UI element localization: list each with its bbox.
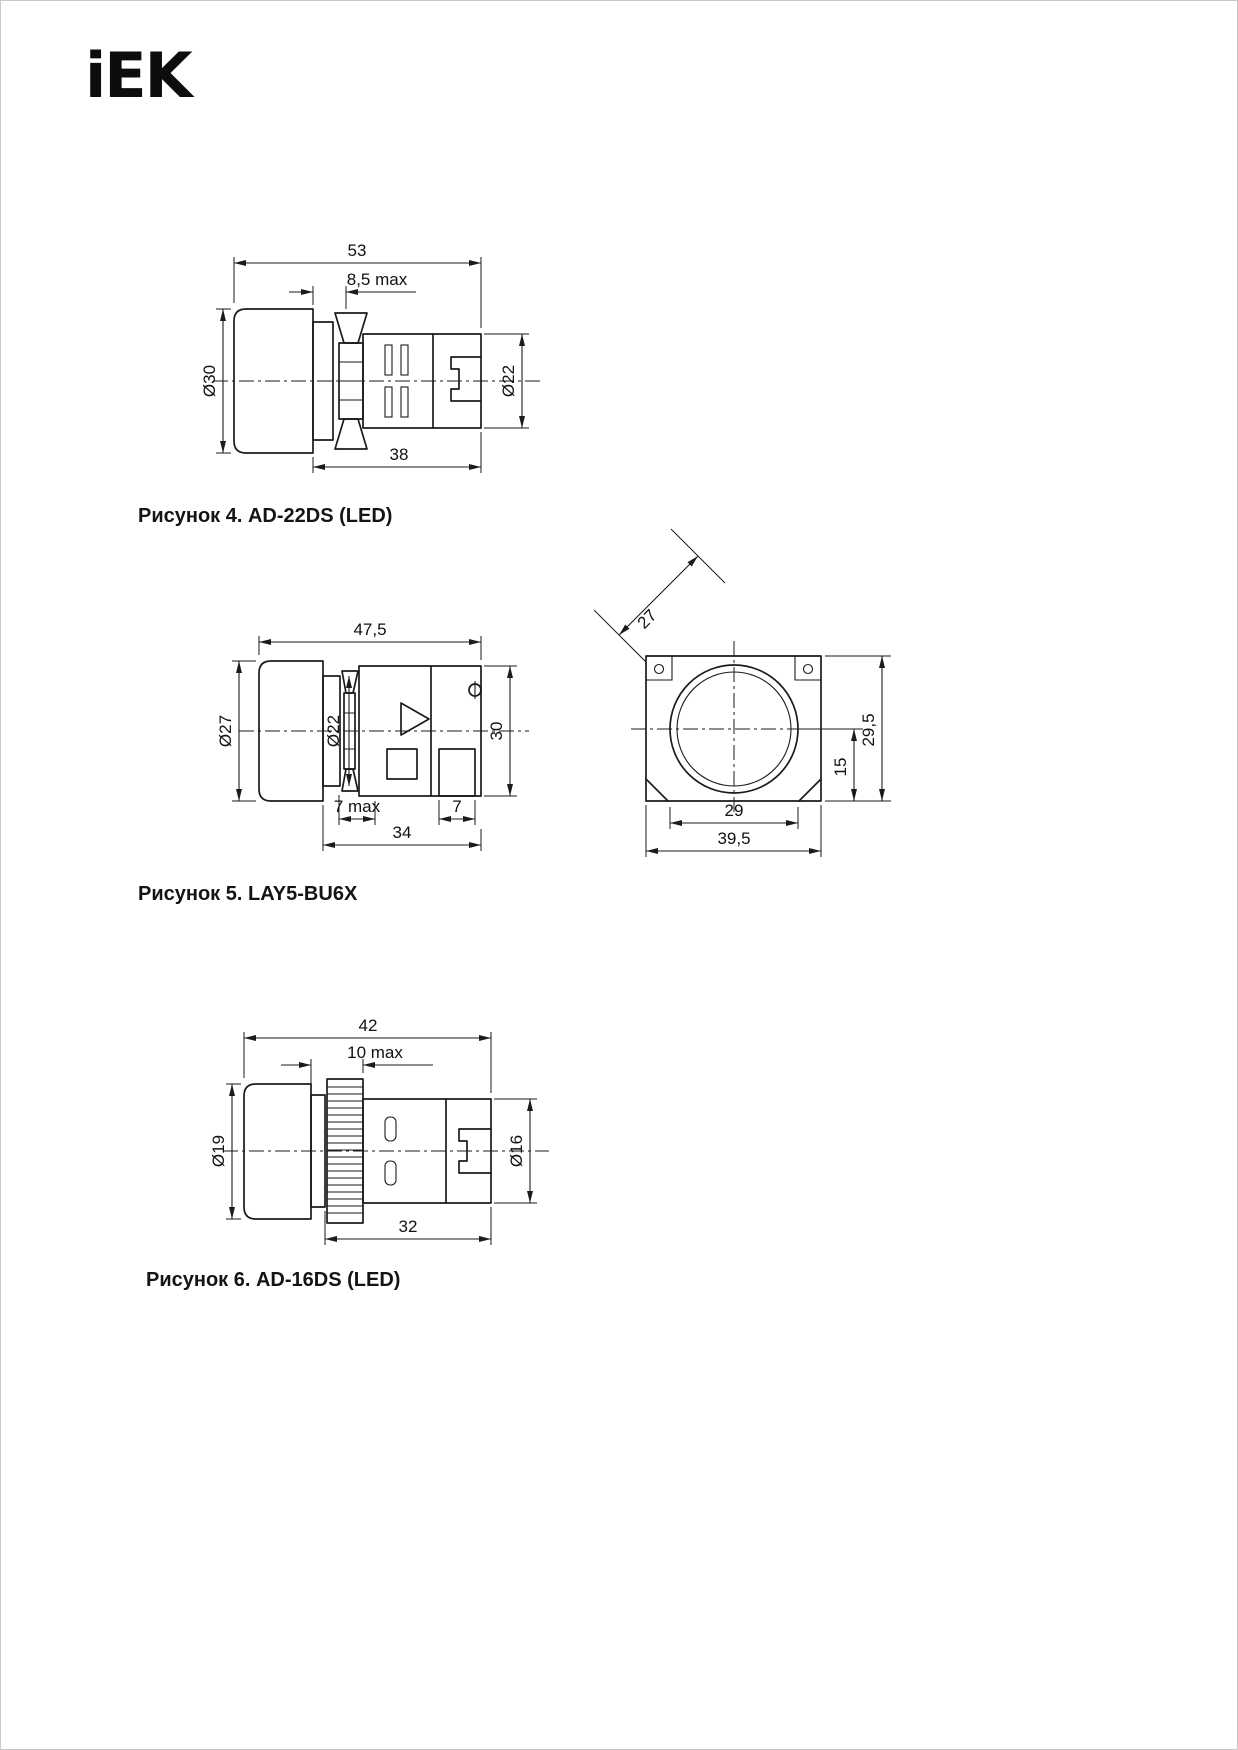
fig4-caption: Рисунок 4. AD-22DS (LED)	[138, 505, 393, 527]
fig5-dim-width-label: 39,5	[717, 829, 750, 848]
fig4-dimensions: 53 8,5 max Ø30 Ø22 38	[200, 241, 529, 473]
fig6-dim-behind-panel-label: 32	[399, 1217, 418, 1236]
fig6-dim-body-diameter-label: Ø16	[507, 1135, 526, 1167]
fig4-dim-behind-panel-label: 38	[390, 445, 409, 464]
fig5-dim-full-height-label: 29,5	[859, 713, 878, 746]
fig5-lay5bu6x-side-drawing: 47,5 Ø27 Ø22 30 7 max 7	[216, 620, 529, 851]
fig5-dim-half-height-label: 15	[831, 758, 850, 777]
fig6-part-outline	[243, 1078, 492, 1224]
fig6-ad16ds-drawing: 42 10 max Ø19 Ø16 32	[209, 1016, 549, 1245]
fig4-dim-panel-label: 8,5 max	[347, 270, 408, 289]
fig6-dim-total-label: 42	[359, 1016, 378, 1035]
fig4-dim-total-label: 53	[348, 241, 367, 260]
fig4-dim-head-diameter-label: Ø30	[200, 365, 219, 397]
fig5-side-dimensions: 47,5 Ø27 Ø22 30 7 max 7	[216, 620, 517, 851]
fig5-dim-head-diameter-label: Ø27	[216, 715, 235, 747]
iek-logo: iEK	[85, 39, 193, 112]
fig5-dim-across-label: 27	[634, 606, 661, 633]
fig5-dim-bushing-diameter-label: Ø22	[324, 715, 343, 747]
fig5-front-dimensions: 27 15 29,5 29 39,5	[593, 528, 891, 857]
fig5-dim-behind-panel-label: 34	[393, 823, 412, 842]
fig4-ad22ds-drawing: 53 8,5 max Ø30 Ø22 38	[200, 241, 541, 473]
fig4-dim-body-diameter-label: Ø22	[499, 365, 518, 397]
fig5-dim-panel-label: 7 max	[334, 797, 381, 816]
fig6-dimensions: 42 10 max Ø19 Ø16 32	[209, 1016, 537, 1245]
fig5-dim-step-label: 7	[452, 797, 461, 816]
fig5-dim-hole-label: 29	[725, 801, 744, 820]
fig6-caption: Рисунок 6. AD-16DS (LED)	[146, 1269, 401, 1291]
fig5-side-part-outline	[258, 660, 482, 802]
fig5-caption: Рисунок 5. LAY5-BU6X	[138, 883, 358, 905]
fig5-dim-height-label: 30	[487, 722, 506, 741]
fig6-dim-panel-label: 10 max	[347, 1043, 403, 1062]
fig4-part-outline	[233, 308, 482, 454]
fig5-lay5bu6x-front-drawing: 27 15 29,5 29 39,5	[593, 528, 891, 857]
fig5-dim-total-label: 47,5	[353, 620, 386, 639]
fig6-dim-head-diameter-label: Ø19	[209, 1135, 228, 1167]
